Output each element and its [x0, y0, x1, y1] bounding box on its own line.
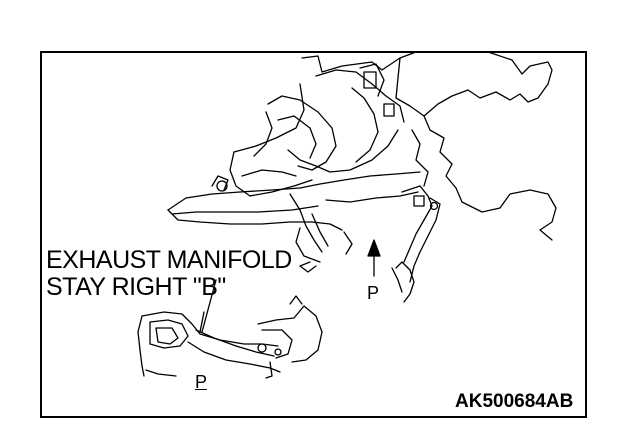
diagram-frame [40, 51, 587, 418]
figure-code: AK500684AB [455, 391, 574, 412]
part-leader-line [201, 279, 217, 333]
manifold-heat-shield [167, 171, 421, 273]
manifold-upper-body [229, 63, 405, 197]
stay-detail-drawing [137, 295, 323, 379]
view-arrow-label: P [367, 283, 380, 303]
part-label-exhaust-manifold: EXHAUST MANIFOLD [46, 246, 292, 274]
engine-block-outline [301, 51, 557, 241]
part-label-stay-right-b: STAY RIGHT "B" [46, 273, 226, 301]
detail-view-label: P [195, 372, 208, 392]
view-direction-arrow [367, 239, 381, 277]
stay-bracket-installed [391, 185, 441, 303]
